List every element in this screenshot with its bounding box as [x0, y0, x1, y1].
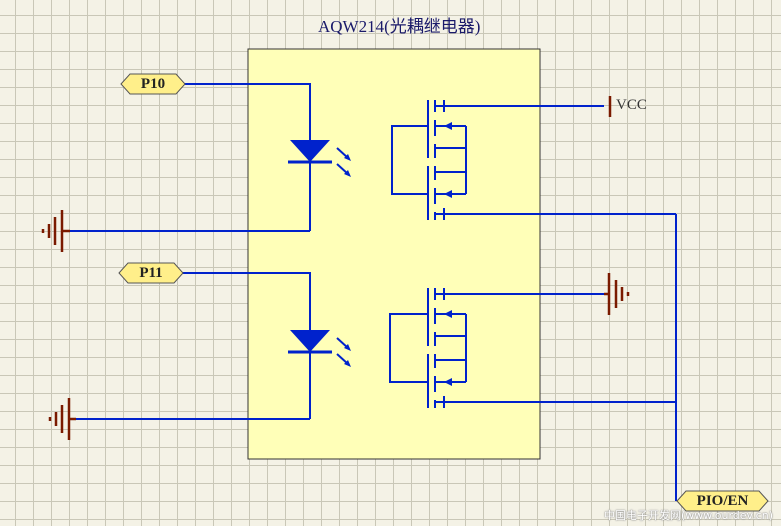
port-pio-en: PIO/EN [680, 491, 765, 511]
port-p11-label: P11 [139, 264, 163, 281]
ground-icon [41, 210, 70, 252]
diagram-title: AQW214(光耦继电器) [318, 17, 481, 36]
port-p10: P10 [124, 74, 182, 94]
port-shapes [118, 73, 769, 512]
mosfet-arrows [444, 122, 452, 198]
ground-icon [604, 273, 630, 315]
led-icon [288, 140, 351, 177]
vcc-label: VCC [616, 97, 647, 113]
mosfet-arrows [444, 310, 452, 386]
watermark: 中国电子开发网(www.ourdev.cn) [603, 509, 773, 522]
wires [70, 83, 677, 501]
ground-icon [48, 398, 76, 440]
port-pio-en-label: PIO/EN [696, 492, 749, 509]
port-p11: P11 [122, 263, 180, 283]
mosfet-icon [391, 100, 467, 220]
relay-body [247, 48, 541, 460]
port-p10-label: P10 [140, 75, 166, 92]
led-icon [288, 330, 351, 367]
